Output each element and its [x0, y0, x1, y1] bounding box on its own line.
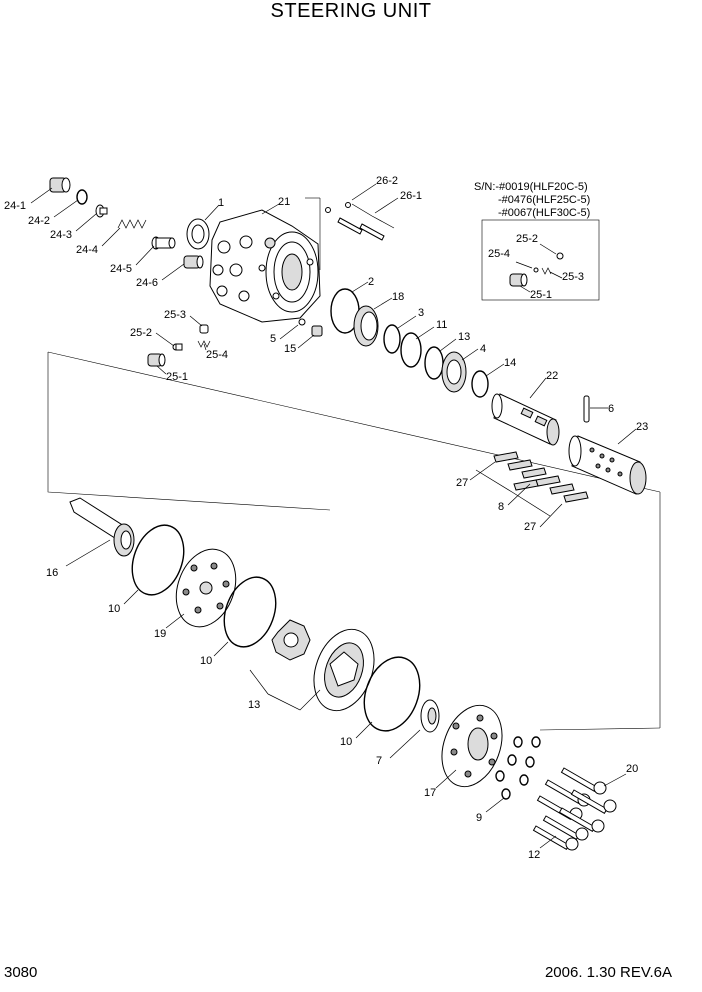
label-25-2: 25-2	[130, 327, 152, 339]
part-14-ring	[471, 370, 489, 398]
label-24-1: 24-1	[4, 200, 26, 212]
label-24-6: 24-6	[136, 277, 158, 289]
part-10-o-ring-c	[363, 656, 421, 732]
label-27a: 27	[456, 477, 468, 489]
label-15: 15	[284, 343, 296, 355]
part-10-o-ring-b	[223, 576, 277, 648]
part-21-housing	[209, 209, 321, 323]
serial-inset-box	[481, 219, 600, 301]
label-13a: 13	[458, 331, 470, 343]
label-10b: 10	[200, 655, 212, 667]
label-7: 7	[376, 755, 382, 767]
part-3-ring	[383, 324, 401, 354]
inset-label-25-1: 25-1	[530, 289, 552, 301]
part-13-gear-rotor	[271, 619, 311, 661]
serial-note-line-3: -#0067(HLF30C-5)	[498, 207, 590, 219]
label-25-4: 25-4	[206, 349, 228, 361]
label-16: 16	[46, 567, 58, 579]
part-11-ring	[400, 332, 422, 368]
label-20: 20	[626, 763, 638, 775]
part-18-seal	[353, 305, 379, 347]
part-7-washer	[420, 699, 440, 733]
revision-date: 2006. 1.30 REV.6A	[544, 964, 672, 981]
label-2: 2	[368, 276, 374, 288]
label-17: 17	[424, 787, 436, 799]
label-24-3: 24-3	[50, 229, 72, 241]
part-24-4-spring	[117, 219, 147, 229]
label-11: 11	[436, 319, 447, 331]
part-23-sleeve	[568, 435, 647, 495]
label-25-1: 25-1	[166, 371, 188, 383]
part-19-plate	[175, 548, 237, 628]
part-25-4-spring	[197, 340, 211, 348]
label-9: 9	[476, 812, 482, 824]
label-19: 19	[154, 628, 166, 640]
label-10a: 10	[108, 603, 120, 615]
part-24-1-plug	[49, 177, 71, 193]
label-21: 21	[278, 196, 290, 208]
label-24-5: 24-5	[110, 263, 132, 275]
inset-label-25-2: 25-2	[516, 233, 538, 245]
serial-note-line-2: -#0476(HLF25C-5)	[498, 194, 590, 206]
part-15-bushing	[311, 325, 323, 337]
label-22: 22	[546, 370, 558, 382]
part-26-2-ball	[325, 202, 351, 213]
label-10c: 10	[340, 736, 352, 748]
part-26-1-pin	[337, 217, 385, 241]
inset-label-25-3: 25-3	[562, 271, 584, 283]
inset-label-25-4: 25-4	[488, 248, 510, 260]
assembly-frame	[47, 197, 661, 731]
label-24-4: 24-4	[76, 244, 98, 256]
label-1: 1	[218, 197, 224, 209]
part-16-drive-shaft	[69, 497, 135, 557]
label-8: 8	[498, 501, 504, 513]
part-13-gear-ring	[313, 628, 375, 712]
part-4-bearing	[441, 351, 467, 393]
part-24-6-seat	[183, 255, 204, 269]
part-25-1-plug	[147, 353, 166, 367]
part-10-o-ring-a	[131, 524, 185, 596]
serial-note-line-1: S/N:-#0019(HLF20C-5)	[474, 181, 588, 193]
part-24-2-o-ring	[76, 189, 88, 205]
label-4: 4	[480, 343, 486, 355]
label-23: 23	[636, 421, 648, 433]
part-27-8-spring-set	[493, 451, 589, 503]
part-9-washers	[495, 736, 541, 800]
label-5: 5	[270, 333, 276, 345]
label-13b: 13	[248, 699, 260, 711]
part-12-20-bolts	[532, 767, 617, 851]
label-3: 3	[418, 307, 424, 319]
part-24-5-pin	[151, 236, 176, 250]
part-5-ball	[298, 318, 306, 326]
label-14: 14	[504, 357, 516, 369]
part-6-pin	[583, 395, 590, 423]
page-title: STEERING UNIT	[270, 0, 432, 22]
part-24-3-disc	[95, 204, 108, 218]
label-24-2: 24-2	[28, 215, 50, 227]
part-22-spool	[491, 393, 560, 446]
part-13-ring	[424, 346, 444, 380]
page-number: 3080	[4, 964, 38, 981]
label-12: 12	[528, 849, 540, 861]
label-25-3: 25-3	[164, 309, 186, 321]
label-26-2: 26-2	[376, 175, 398, 187]
label-18: 18	[392, 291, 404, 303]
part-17-end-cover	[441, 704, 503, 788]
part-1-ring	[186, 218, 210, 250]
part-25-2	[172, 343, 183, 351]
part-25-3	[199, 324, 209, 334]
label-6: 6	[608, 403, 614, 415]
label-26-1: 26-1	[400, 190, 422, 202]
label-27b: 27	[524, 521, 536, 533]
